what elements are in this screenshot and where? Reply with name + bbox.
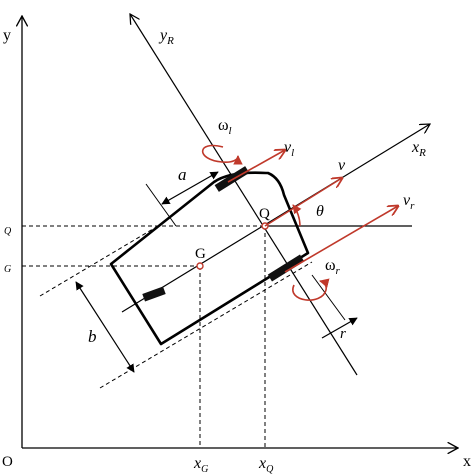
robot-y-axis-label: yR [158, 27, 174, 47]
origin-label: O [2, 454, 13, 470]
omega-right-label: ωr [325, 257, 341, 277]
projection-lines [22, 225, 266, 448]
dim-b-ext-top [39, 222, 164, 297]
omega-left-label: ωl [218, 117, 232, 137]
vel-left-label: vl [284, 139, 294, 159]
point-g-label: G [195, 246, 206, 262]
dim-r-arrow [321, 317, 358, 339]
robot-x-axis-label: xR [411, 139, 426, 159]
theta-arc [292, 204, 302, 227]
robot-body [109, 171, 310, 346]
x-q-label: xQ [258, 455, 274, 474]
dim-b-label: b [88, 327, 97, 346]
right-wheel [267, 254, 305, 282]
omega-left-rotation [202, 144, 243, 165]
x-g-label: xG [193, 455, 208, 474]
omega-right-rotation [292, 278, 330, 301]
dim-a-ext-left [145, 183, 177, 227]
vel-right-label: vr [403, 192, 415, 212]
dim-r-label: r [340, 326, 346, 342]
robot-y-axis [130, 14, 358, 376]
y-g-label: G [4, 264, 11, 275]
theta-label: θ [316, 203, 324, 220]
vel-center-label: v [338, 157, 346, 174]
dim-b-arrow [75, 281, 135, 373]
y-q-label: Q [4, 226, 12, 237]
x-axis-label: x [463, 453, 471, 470]
dim-a-arrow [161, 171, 219, 205]
y-axis-label: y [3, 27, 11, 44]
point-g-marker [196, 262, 204, 270]
velocity-center-vector [264, 178, 342, 227]
dim-a-label: a [178, 165, 187, 184]
velocity-left-vector [227, 150, 285, 183]
robot-x-axis [121, 124, 430, 313]
caster-wheel [142, 286, 166, 302]
velocity-right-vector [284, 206, 398, 273]
dim-b-ext-bottom [99, 261, 313, 389]
point-q-label: Q [259, 206, 270, 222]
dim-r-ext [311, 274, 346, 321]
